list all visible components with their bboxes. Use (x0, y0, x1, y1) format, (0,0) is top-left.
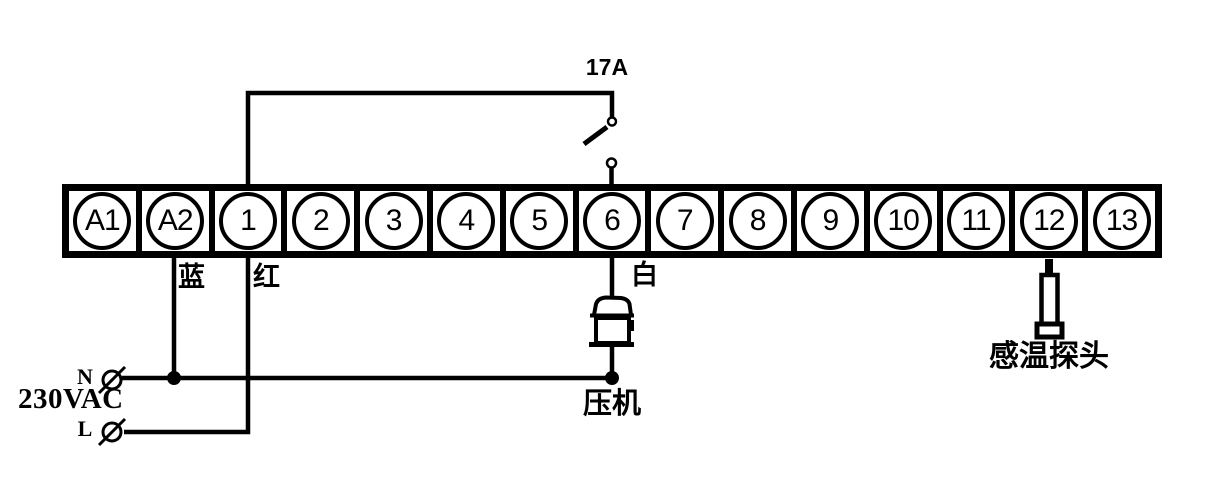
live-label: L (77, 416, 93, 441)
terminal-label-6: 6 (582, 192, 641, 250)
terminal-label-5: 5 (510, 192, 569, 250)
switch-17a (582, 116, 618, 186)
terminal-label-7: 7 (655, 192, 714, 250)
probe-base (1034, 321, 1065, 340)
neutral-screw-slash (97, 365, 127, 395)
wire-terminal1-to-switch (245, 90, 615, 186)
terminal-cell-6: 6 (575, 188, 649, 254)
junction-dot-compressor (605, 371, 619, 385)
compressor-terminal-bump (628, 320, 634, 331)
terminal-label-12: 12 (1019, 192, 1078, 250)
temp-probe-label: 感温探头 (989, 340, 1109, 373)
terminal-cell-2: 2 (284, 188, 358, 254)
blue-wire-label: 蓝 (178, 262, 205, 292)
probe-stub (1045, 259, 1053, 276)
terminal-label-8: 8 (728, 192, 787, 250)
white-wire-label: 白 (631, 260, 658, 290)
compressor-label: 压机 (582, 388, 641, 420)
wire-live-to-terminal1 (124, 255, 251, 435)
compressor-symbol (589, 295, 634, 378)
probe-body (1039, 272, 1060, 329)
compressor-body (594, 316, 631, 345)
terminal-label-2: 2 (291, 192, 350, 250)
temp-probe-symbol (1034, 259, 1065, 340)
terminal-label-4: 4 (437, 192, 496, 250)
terminal-cell-3: 3 (357, 188, 430, 254)
terminal-label-A2: A2 (146, 192, 205, 250)
fuse-rating-label: 17A (585, 54, 629, 80)
terminal-cell-9: 9 (793, 188, 867, 254)
switch-blade (582, 124, 609, 147)
terminal-cell-13: 13 (1085, 188, 1158, 254)
live-screw-slash (97, 417, 127, 447)
switch-lower-contact (605, 157, 618, 169)
neutral-label: N (77, 364, 93, 389)
power-source (97, 365, 127, 447)
terminal-label-A1: A1 (73, 192, 132, 250)
terminal-cell-A1: A1 (66, 188, 139, 254)
terminal-label-1: 1 (218, 192, 277, 250)
terminal-cell-11: 11 (939, 188, 1013, 254)
terminal-cell-4: 4 (429, 188, 503, 254)
switch-upper-contact (606, 116, 618, 127)
terminal-cell-10: 10 (866, 188, 940, 254)
red-wire-label: 红 (253, 262, 280, 292)
terminal-label-13: 13 (1092, 192, 1151, 250)
compressor-cap (592, 295, 633, 316)
terminal-cell-8: 8 (721, 188, 794, 254)
terminal-cell-5: 5 (502, 188, 576, 254)
terminal-cell-12: 12 (1012, 188, 1086, 254)
terminal-cell-7: 7 (648, 188, 722, 254)
terminal-label-9: 9 (801, 192, 860, 250)
voltage-label: 230VAC (18, 383, 124, 415)
terminal-cell-1: 1 (211, 188, 285, 254)
terminal-label-10: 10 (874, 192, 933, 250)
terminal-label-3: 3 (364, 192, 423, 250)
terminal-label-11: 11 (946, 192, 1005, 250)
terminal-cell-A2: A2 (138, 188, 212, 254)
